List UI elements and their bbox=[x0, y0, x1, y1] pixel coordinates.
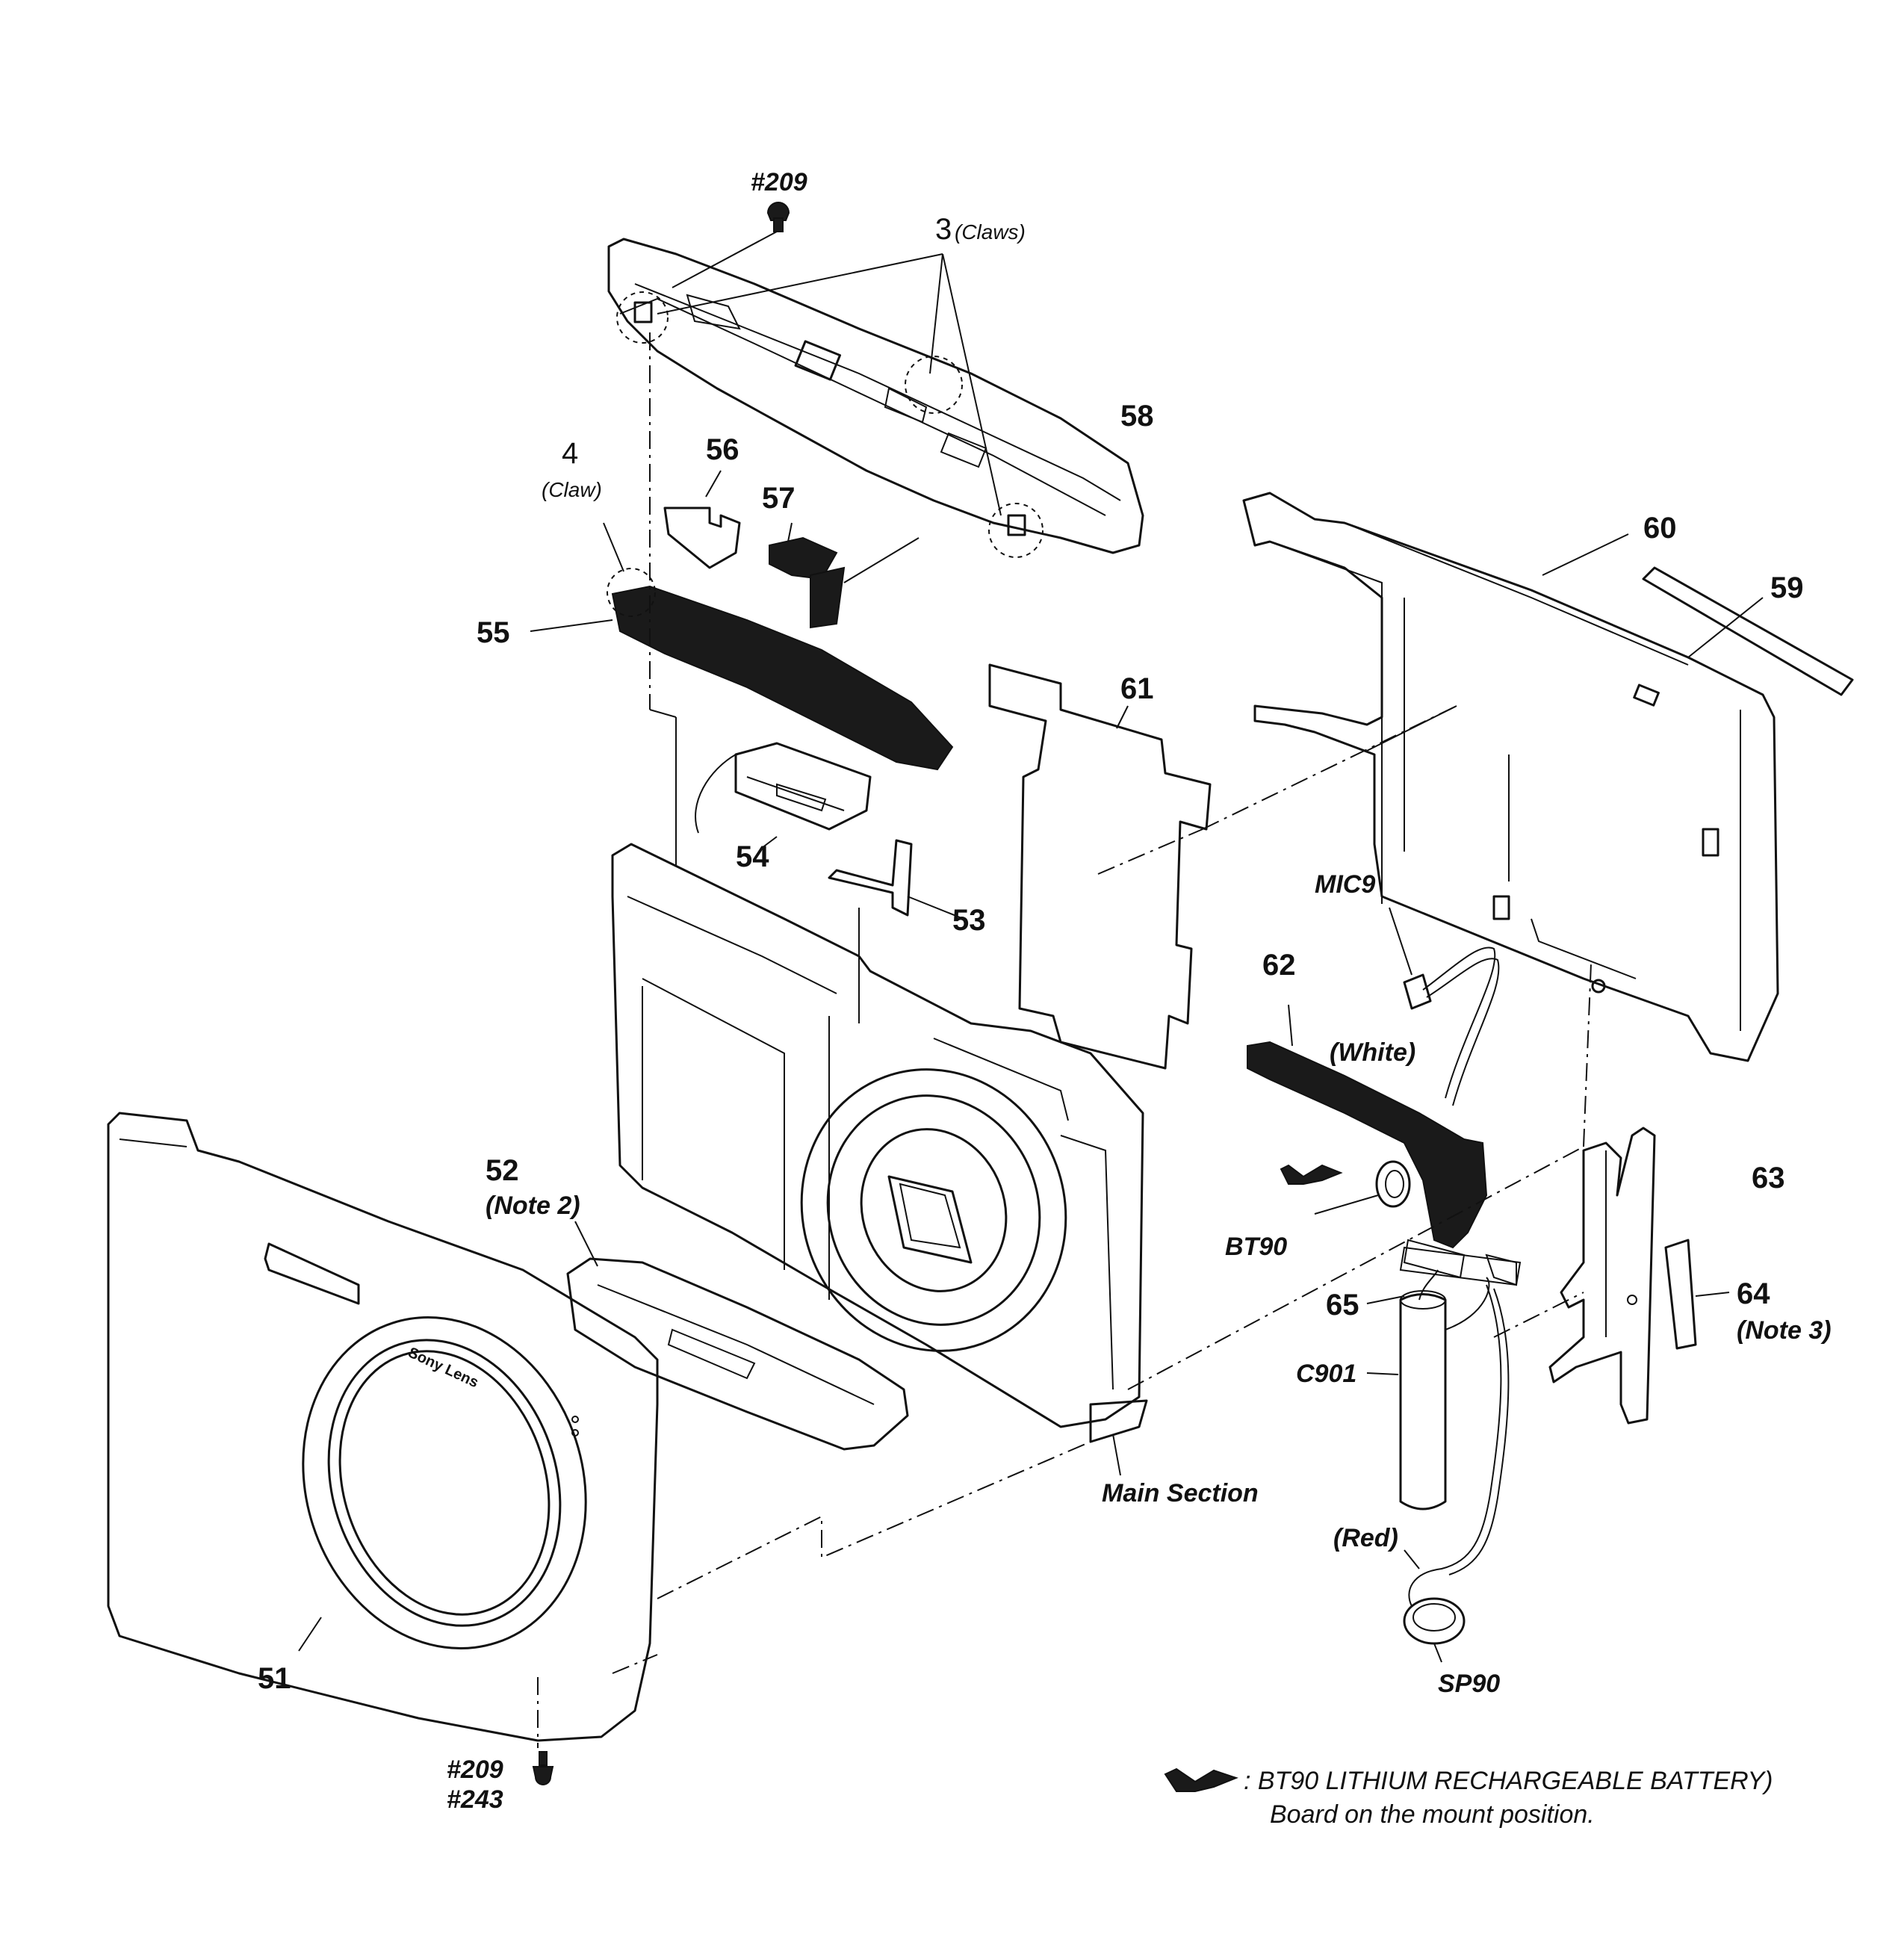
bt90-battery bbox=[1280, 1160, 1411, 1215]
sp90-speaker bbox=[1403, 1284, 1510, 1663]
part-53-clip bbox=[828, 839, 964, 1023]
label-58: 58 bbox=[1120, 400, 1154, 433]
part-55-heat-plate bbox=[530, 522, 954, 771]
screw-209-243-bottom bbox=[532, 1751, 554, 1785]
label-claw-number: 4 bbox=[562, 437, 578, 470]
mic9-microphone bbox=[1389, 907, 1500, 1106]
claw-3-indicator bbox=[616, 291, 669, 344]
label-57: 57 bbox=[762, 482, 796, 515]
claws-3-leaders bbox=[657, 253, 1002, 516]
label-59: 59 bbox=[1770, 571, 1804, 604]
label-mic9: MIC9 bbox=[1315, 870, 1375, 899]
label-56: 56 bbox=[706, 433, 739, 466]
claw-4-indicator bbox=[607, 568, 656, 617]
part-52-battery-cover-piece bbox=[566, 1221, 909, 1451]
assembly-guide-lines bbox=[612, 332, 1592, 1674]
label-screw-209-bottom: #209 bbox=[447, 1756, 503, 1784]
label-screw-209-top: #209 bbox=[751, 168, 807, 196]
label-claw-text: (Claw) bbox=[542, 478, 602, 501]
part-60-rear-frame bbox=[1097, 492, 1779, 1062]
label-51: 51 bbox=[258, 1662, 291, 1695]
label-red: (Red) bbox=[1333, 1524, 1398, 1552]
legend: : BT90 LITHIUM RECHARGEABLE BATTERY) Boa… bbox=[1164, 1767, 1773, 1829]
labels: #209 3 (Claws) 4 (Claw) 58 56 57 55 54 5… bbox=[258, 168, 1832, 1814]
label-64-note: (Note 3) bbox=[1737, 1316, 1832, 1345]
label-54: 54 bbox=[736, 840, 769, 873]
part-64-label bbox=[1664, 1239, 1730, 1350]
legend-line-2: Board on the mount position. bbox=[1270, 1800, 1595, 1829]
part-54-block bbox=[734, 742, 872, 849]
part-58-top-cover bbox=[607, 238, 1144, 558]
label-c901: C901 bbox=[1296, 1360, 1356, 1388]
label-52-note: (Note 2) bbox=[486, 1192, 580, 1220]
label-62: 62 bbox=[1262, 949, 1296, 982]
label-65: 65 bbox=[1326, 1289, 1359, 1321]
legend-line-1: : BT90 LITHIUM RECHARGEABLE BATTERY) bbox=[1244, 1767, 1773, 1795]
label-bt90: BT90 bbox=[1225, 1233, 1287, 1261]
part-61-sheet bbox=[988, 663, 1212, 1070]
bt90-legend-marker-icon bbox=[1164, 1767, 1238, 1792]
label-63: 63 bbox=[1752, 1162, 1785, 1194]
bt90-marker-icon bbox=[1280, 1164, 1343, 1185]
label-claws-text: (Claws) bbox=[955, 220, 1026, 244]
label-screw-243-bottom: #243 bbox=[447, 1785, 503, 1814]
label-white: (White) bbox=[1330, 1038, 1415, 1067]
label-64: 64 bbox=[1737, 1277, 1770, 1310]
label-claws-number: 3 bbox=[935, 213, 952, 246]
main-section-body bbox=[611, 843, 1148, 1476]
label-52: 52 bbox=[486, 1154, 519, 1187]
part-65-tape bbox=[1366, 1246, 1522, 1304]
lens-brand-text: Sony Lens bbox=[406, 1345, 481, 1392]
label-main-section: Main Section bbox=[1102, 1479, 1259, 1507]
part-57-flex-cable bbox=[769, 522, 920, 629]
part-59-strip bbox=[1642, 566, 1854, 696]
label-60: 60 bbox=[1643, 512, 1677, 545]
label-61: 61 bbox=[1120, 672, 1154, 705]
screw-209-top bbox=[672, 202, 790, 288]
label-53: 53 bbox=[952, 904, 986, 937]
c901-capacitor bbox=[1366, 1269, 1490, 1510]
part-63-side-bracket bbox=[1493, 1127, 1656, 1425]
part-56-bracket bbox=[663, 470, 741, 569]
label-55: 55 bbox=[477, 616, 510, 649]
label-sp90: SP90 bbox=[1438, 1670, 1500, 1698]
